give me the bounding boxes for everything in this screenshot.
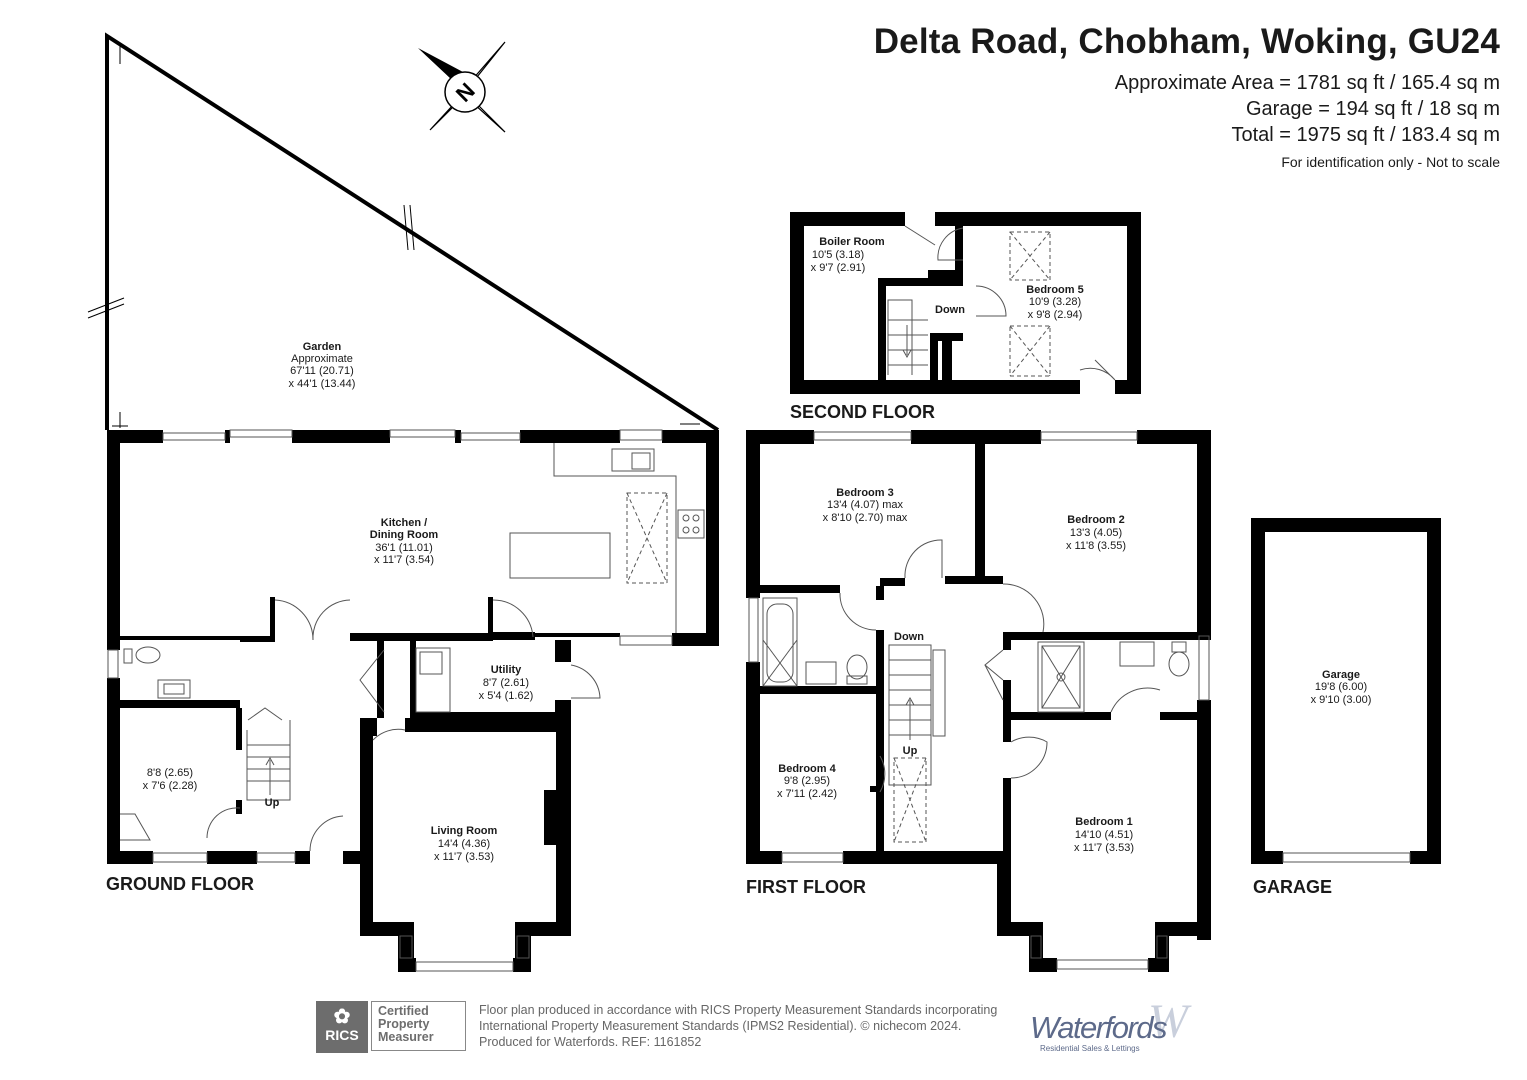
bedroom1-dim1: 14'10 (4.51) [1075,829,1133,841]
second-floor-walls [790,212,1141,394]
first-floor-walls [746,430,1211,972]
footer-line-2: International Property Measurement Stand… [479,1019,962,1033]
total-area: Total = 1975 sq ft / 183.4 sq m [1231,124,1501,146]
garage-name: Garage [1322,669,1360,681]
study-dim2: x 7'6 (2.28) [143,780,198,792]
garage-dim1: 19'8 (6.00) [1315,681,1367,693]
brand-name: Waterfords [1030,1010,1168,1045]
rics-certified-label: Certified Property Measurer [371,1001,466,1051]
living-dim1: 14'4 (4.36) [438,838,490,850]
ground-floor-fixtures [107,429,705,972]
bedroom2-dim1: 13'3 (4.05) [1070,527,1122,539]
brand-w-mark: W [1148,995,1188,1048]
kitchen-dim2: x 11'7 (3.54) [374,554,434,566]
bedroom4-dim2: x 7'11 (2.42) [777,788,837,800]
footer-line-3: Produced for Waterfords. REF: 1161852 [479,1035,702,1049]
garden-outline [87,32,720,432]
room-labels: Garden Approximate 67'11 (20.71) x 44'1 … [143,236,1372,863]
bedroom5-name: Bedroom 5 [1026,284,1083,296]
utility-dim1: 8'7 (2.61) [483,677,529,689]
living-dim2: x 11'7 (3.53) [434,851,494,863]
cert-line-3: Measurer [378,1030,434,1044]
footer-disclaimer: Floor plan produced in accordance with R… [479,1002,997,1050]
bedroom3-dim2: x 8'10 (2.70) max [823,512,908,524]
property-title: Delta Road, Chobham, Woking, GU24 [873,22,1500,61]
boiler-dim1: 10'5 (3.18) [812,249,864,261]
kitchen-name: Kitchen / [381,517,427,529]
rics-badge: ✿ RICS Certified Property Measurer [316,1001,468,1053]
rics-crest-icon: ✿ [333,1006,351,1028]
floor-labels: GROUND FLOOR FIRST FLOOR SECOND FLOOR GA… [106,402,1332,897]
garage-walls [1251,518,1441,864]
scale-note: For identification only - Not to scale [1281,154,1500,170]
approximate-area: Approximate Area = 1781 sq ft / 165.4 sq… [1114,72,1500,94]
bedroom5-dim1: 10'9 (3.28) [1029,296,1081,308]
footer-line-1: Floor plan produced in accordance with R… [479,1003,998,1017]
kitchen-dim1: 36'1 (11.01) [375,542,433,554]
header: Delta Road, Chobham, Woking, GU24 Approx… [874,22,1500,170]
bedroom3-dim1: 13'4 (4.07) max [827,499,904,511]
bedroom2-name: Bedroom 2 [1067,514,1124,526]
cert-line-2: Property [378,1017,430,1031]
rics-logo: ✿ RICS [316,1001,368,1053]
bedroom4-dim1: 9'8 (2.95) [784,775,830,787]
waterfords-logo: W Waterfords Residential Sales & Letting… [1030,995,1210,1056]
garage-dim2: x 9'10 (3.00) [1311,694,1372,706]
first-floor-fixtures [748,431,1210,970]
garden-approx: Approximate [291,353,353,365]
rics-logo-text: RICS [325,1027,359,1043]
bedroom3-name: Bedroom 3 [836,487,893,499]
kitchen-name-2: Dining Room [370,529,439,541]
second-floor-label: SECOND FLOOR [790,402,935,422]
garage-area: Garage = 194 sq ft / 18 sq m [1245,98,1500,120]
bedroom5-dim2: x 9'8 (2.94) [1028,309,1083,321]
bedroom2-dim2: x 11'8 (3.55) [1066,540,1126,552]
garden-dim1: 67'11 (20.71) [290,365,354,377]
cert-line-1: Certified [378,1004,429,1018]
compass: N [418,41,506,133]
second-stairs-down: Down [935,304,965,316]
bedroom1-dim2: x 11'7 (3.53) [1074,842,1134,854]
first-floor-label: FIRST FLOOR [746,877,866,897]
garage-floor-label: GARAGE [1253,877,1332,897]
boiler-dim2: x 9'7 (2.91) [811,262,866,274]
utility-dim2: x 5'4 (1.62) [479,690,534,702]
garden-name: Garden [303,341,342,353]
bedroom1-name: Bedroom 1 [1075,816,1132,828]
utility-name: Utility [491,664,522,676]
garden-dim2: x 44'1 (13.44) [289,378,356,390]
first-stairs-down: Down [894,631,924,643]
bedroom4-name: Bedroom 4 [778,763,836,775]
living-name: Living Room [431,825,498,837]
study-dim1: 8'8 (2.65) [147,767,193,779]
ground-floor-label: GROUND FLOOR [106,874,254,894]
first-stairs-up: Up [903,745,918,757]
ground-stairs-up: Up [265,797,280,809]
ground-floor-walls [107,430,719,972]
second-floor-fixtures [887,225,1116,381]
boiler-name: Boiler Room [819,236,885,248]
brand-subtitle: Residential Sales & Lettings [1040,1044,1140,1053]
